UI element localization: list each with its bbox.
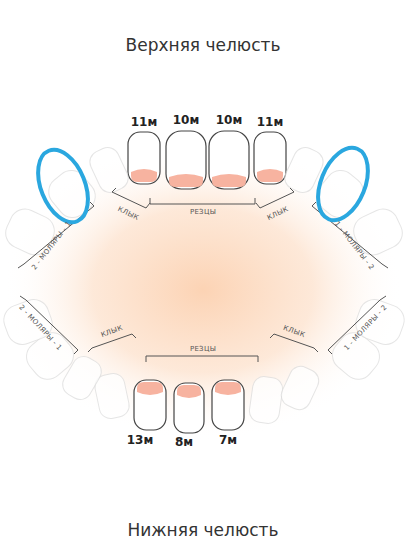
mouth-glow [3, 140, 403, 440]
eruption-age: 8м [175, 436, 193, 448]
eruption-age: 13м [127, 434, 154, 446]
tooth [209, 131, 249, 189]
eruption-age: 10м [216, 114, 243, 126]
tooth [134, 380, 166, 430]
highlight-mark [28, 143, 97, 230]
tooth [174, 383, 204, 433]
tooth [43, 164, 102, 223]
group-bracket [270, 334, 318, 352]
eruption-age: 11м [131, 116, 158, 128]
group-bracket [88, 334, 136, 352]
group-bracket [20, 296, 78, 354]
eruption-age: 10м [173, 114, 200, 126]
group-bracket [256, 188, 294, 208]
group-bracket [328, 296, 386, 354]
tooth [166, 131, 206, 189]
tooth [128, 132, 160, 184]
tooth [254, 132, 286, 184]
tooth [352, 295, 406, 348]
tooth [278, 363, 323, 414]
tooth [212, 380, 244, 430]
group-bracket [112, 188, 150, 208]
group-bracket [150, 198, 255, 204]
highlight-mark [308, 141, 377, 228]
eruption-age: 7м [219, 434, 237, 446]
tooth-group-label: РЕЗЦЫ [190, 346, 216, 353]
jaw-title: Верхняя челюсть [126, 37, 281, 54]
jaw-caption: Нижняя челюсть [127, 522, 278, 539]
tooth [248, 375, 284, 425]
eruption-age: 11м [257, 116, 284, 128]
group-bracket [146, 356, 258, 362]
tooth-group-label: РЕЗЦЫ [190, 209, 216, 216]
